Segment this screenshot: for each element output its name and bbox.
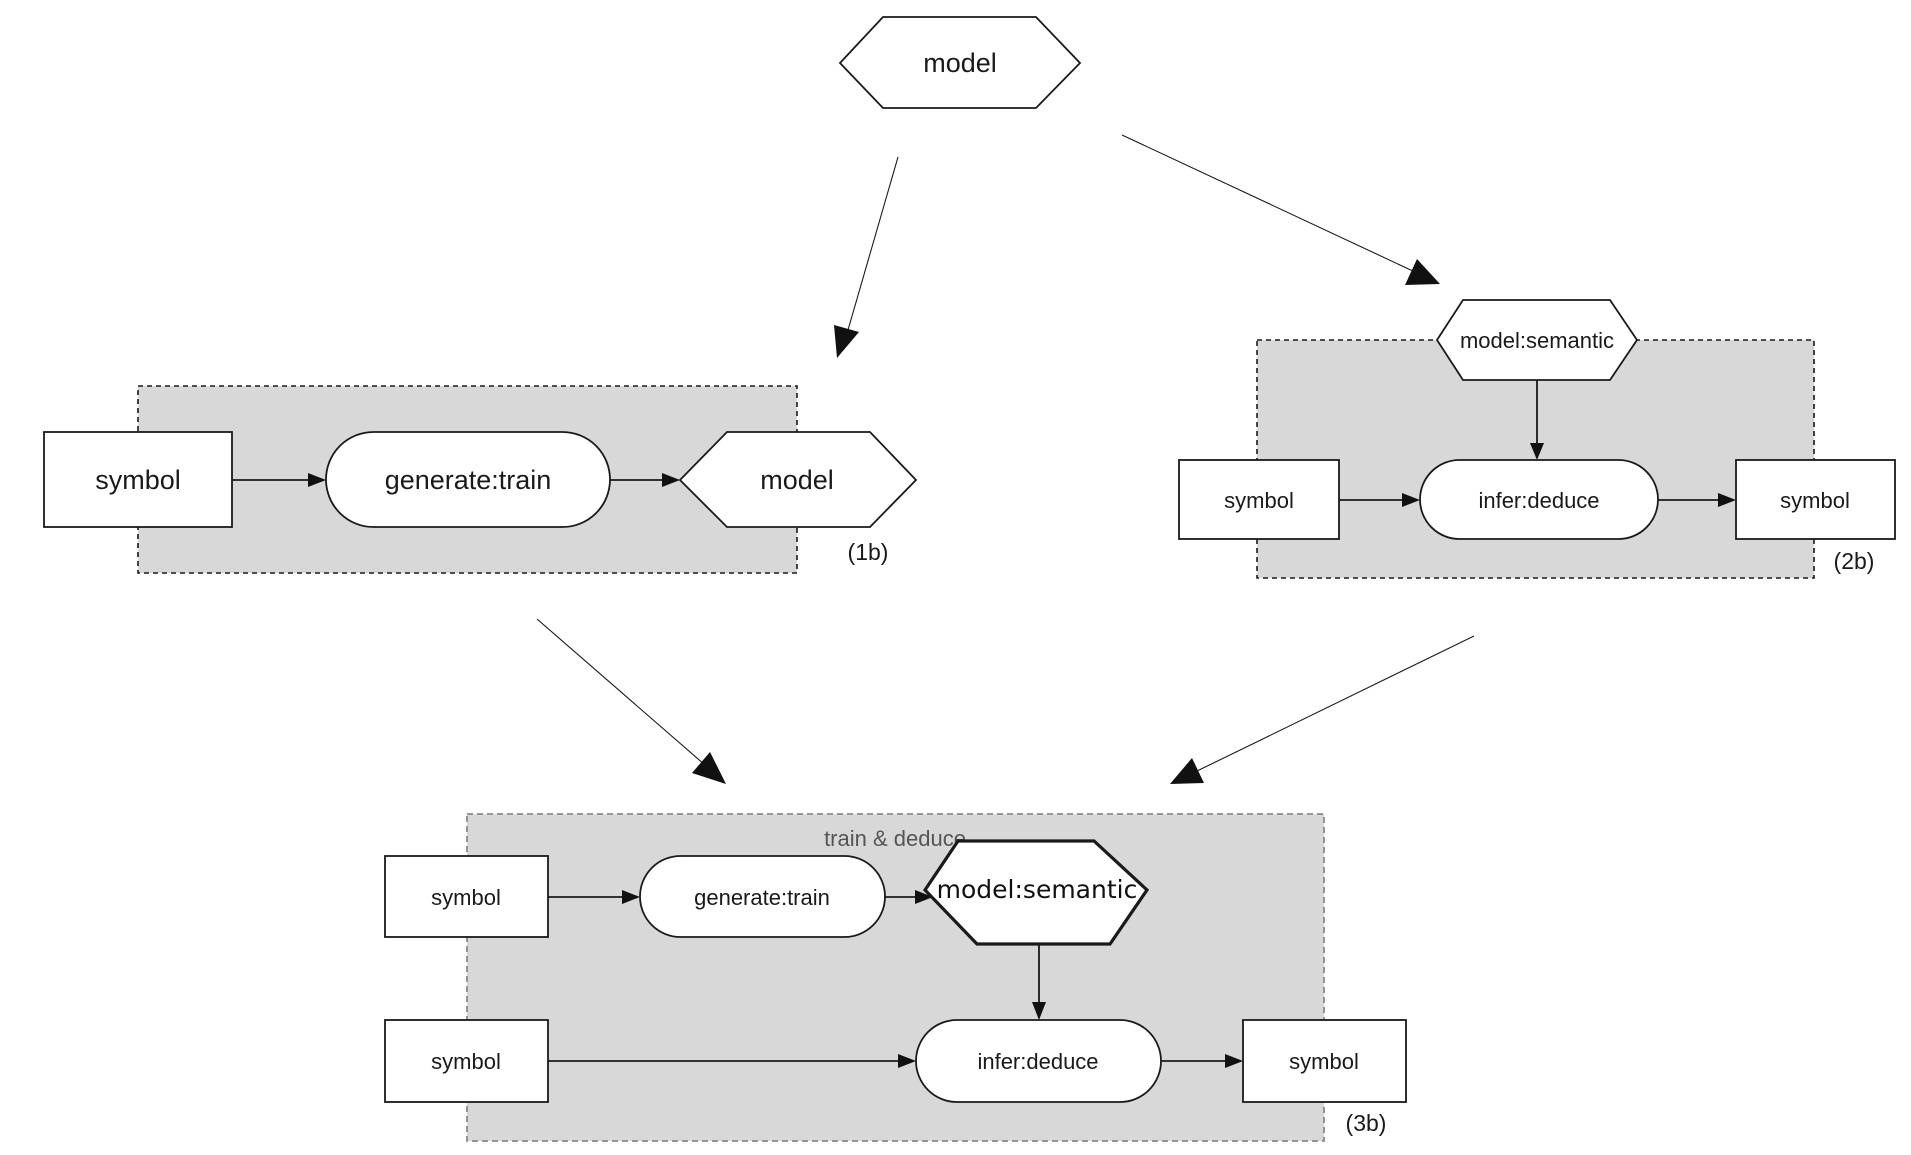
panel-3b-output-symbol-node: symbol [1242, 1019, 1407, 1103]
top-model-label: model [923, 48, 997, 78]
panel-2b-model-node: model:semantic [1435, 299, 1639, 381]
panel-2b-process-label: infer:deduce [1478, 488, 1599, 513]
panel-3b-train-process-node: generate:train [639, 855, 886, 938]
panel-1b-arrow-symbol-to-process [232, 473, 326, 487]
arrow-top-to-1b [834, 156, 899, 358]
panel-3b-infer-symbol-node: symbol [384, 1019, 549, 1103]
panel-1b-process-node: generate:train [325, 431, 611, 528]
panel-2b-output-symbol-label: symbol [1780, 488, 1850, 513]
panel-2b-input-symbol-node: symbol [1178, 459, 1340, 540]
arrow-2b-to-3b [1170, 635, 1475, 784]
panel-3b-output-symbol-label: symbol [1289, 1049, 1359, 1074]
panel-3b-infer-process-label: infer:deduce [977, 1049, 1098, 1074]
panel-3b-arrow-train-symbol-to-process [548, 890, 640, 904]
panel-3b-train-symbol-label: symbol [431, 885, 501, 910]
arrow-1b-to-3b [536, 618, 726, 784]
panel-2b-arrow-model-to-process [1530, 380, 1544, 460]
panel-1b-model-label: model [760, 465, 834, 495]
panel-2b-arrow-symbol-to-process [1339, 493, 1420, 507]
panel-2b-arrow-process-to-symbol [1658, 493, 1736, 507]
arrow-top-to-2b [1121, 134, 1440, 285]
panel-2b-model-label: model:semantic [1460, 328, 1614, 353]
panel-3b-arrow-model-to-infer [1032, 944, 1046, 1020]
panel-2b-input-symbol-label: symbol [1224, 488, 1294, 513]
panel-3b-arrow-process-to-output [1161, 1054, 1243, 1068]
panel-1b-arrow-process-to-model [610, 473, 680, 487]
panel-1b-symbol-node: symbol [43, 431, 233, 528]
panel-3b-group-box [466, 813, 1325, 1142]
panel-1b-model-node: model [678, 431, 918, 528]
panel-2b: model:semantic symbol infer:deduce symbo… [1178, 299, 1896, 579]
panel-3b-arrow-infer-symbol-to-process [548, 1054, 916, 1068]
panel-3b-infer-symbol-label: symbol [431, 1049, 501, 1074]
panel-3b-group-title: train & deduce [824, 826, 966, 851]
panel-3b-arrow-process-to-model [885, 890, 933, 904]
panel-3b: train & deduce symbol generate:train mod… [384, 813, 1407, 1142]
panel-3b-tag: (3b) [1346, 1110, 1387, 1136]
panel-1b-symbol-label: symbol [95, 465, 181, 495]
panel-3b-infer-process-node: infer:deduce [915, 1019, 1162, 1103]
panel-3b-train-process-label: generate:train [694, 885, 830, 910]
panel-2b-process-node: infer:deduce [1419, 459, 1659, 540]
panel-3b-model-node: model:semantic [922, 839, 1150, 946]
panel-1b-tag: (1b) [848, 539, 889, 565]
panel-1b-process-label: generate:train [385, 465, 552, 495]
panel-3b-train-symbol-node: symbol [384, 855, 549, 938]
panel-2b-output-symbol-node: symbol [1735, 459, 1896, 540]
panel-3b-model-label: model:semantic [937, 875, 1138, 904]
panel-2b-tag: (2b) [1834, 548, 1875, 574]
top-model-node: model [838, 16, 1082, 109]
panel-1b: symbol generate:train model (1b) [43, 385, 918, 574]
